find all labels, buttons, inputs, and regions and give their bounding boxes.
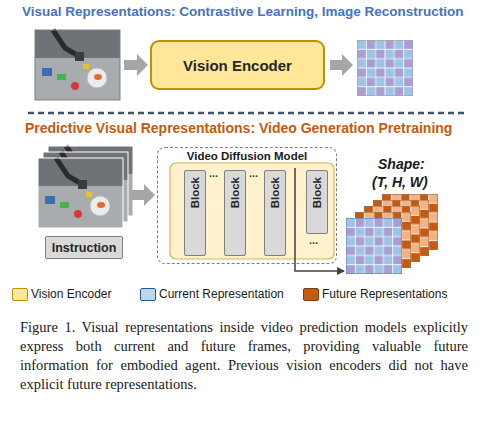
block-label: Block (311, 177, 323, 208)
block-label: Block (189, 177, 201, 208)
legend-label: Vision Encoder (31, 287, 112, 301)
instruction-box: Instruction (45, 236, 123, 259)
block-label: Block (229, 177, 241, 208)
network-block: Block (306, 170, 328, 234)
video-diffusion-model-box: Video Diffusion ModelBlock Block Block Bloc… (157, 147, 337, 264)
legend-swatch (12, 288, 28, 301)
shape-label: (T, H, W) (372, 174, 428, 190)
ellipsis-mark: ... (209, 167, 218, 179)
ellipsis-mark: ... (249, 167, 258, 179)
network-block: Block (224, 170, 246, 256)
box-label: Vision Encoder (183, 57, 292, 74)
network-block: Block (184, 170, 206, 256)
section-heading: Predictive Visual Representations: Video… (25, 120, 452, 136)
box-label: Video Diffusion Model (158, 150, 336, 162)
legend-label: Future Representations (322, 287, 447, 301)
legend-swatch (303, 288, 319, 301)
box-label: Instruction (52, 241, 117, 255)
legend-swatch (140, 288, 156, 301)
block-label: Block (269, 177, 281, 208)
vision-encoder-box: Vision Encoder (150, 40, 325, 90)
network-block: Block (264, 170, 286, 256)
legend-label: Current Representation (159, 287, 284, 301)
ellipsis-mark: ... (309, 234, 318, 246)
figure-caption: Figure 1. Visual representations inside … (20, 318, 468, 394)
shape-label: Shape: (378, 156, 425, 172)
section-heading: Visual Representations: Contrastive Lear… (22, 4, 464, 19)
